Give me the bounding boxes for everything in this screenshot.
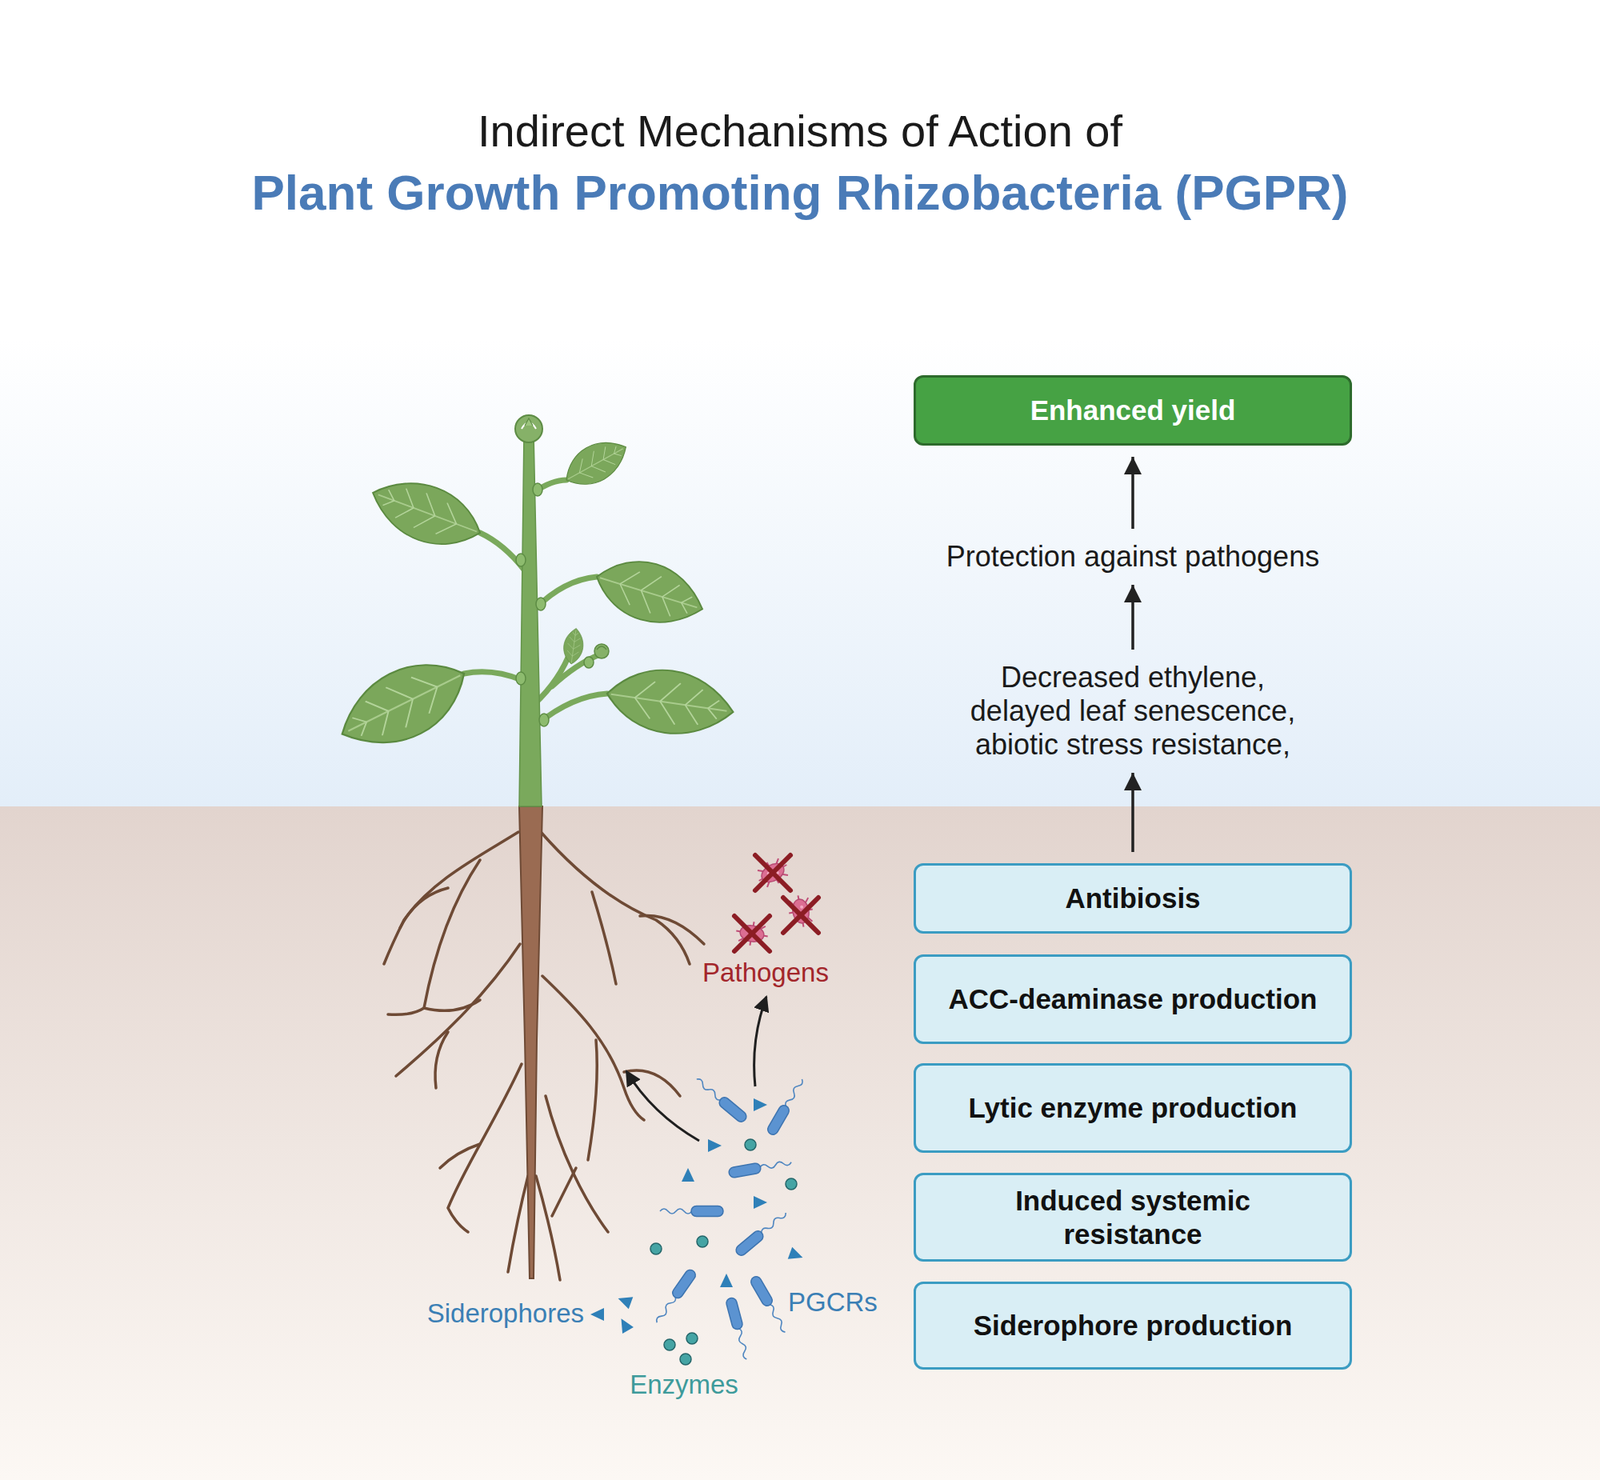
sky-background <box>0 0 1600 807</box>
lateral-roots <box>384 832 704 1280</box>
outcome-box: Enhanced yield <box>913 375 1352 446</box>
enzyme-label: Enzymes <box>629 1369 739 1400</box>
node-text: Protection against pathogens <box>946 540 1320 574</box>
bud <box>594 644 609 659</box>
enzyme-symbols <box>650 1139 797 1365</box>
pathogen-symbols <box>734 854 819 952</box>
effect-text: Decreased ethylene, delayed leaf senesce… <box>958 660 1308 762</box>
mechanism-box: Induced systemic resistance <box>913 1172 1352 1262</box>
flow-arrow <box>1131 772 1135 852</box>
siderophore-label: Siderophores <box>427 1298 584 1329</box>
action-arrow <box>754 996 767 1087</box>
leaf <box>557 431 635 496</box>
taproot <box>519 806 543 1279</box>
mechanism-box: Lytic enzyme production <box>913 1063 1352 1153</box>
stem <box>519 432 542 807</box>
node-text: Lytic enzyme production <box>968 1091 1298 1125</box>
mechanism-box: Antibiosis <box>913 863 1352 934</box>
action-arrow <box>626 1071 700 1141</box>
rhizobacteria <box>652 1075 807 1361</box>
siderophore-symbols <box>590 1098 805 1334</box>
pathogen-label: Pathogens <box>702 957 829 988</box>
leaf <box>363 467 490 560</box>
subtitle-text: Plant Growth Promoting Rhizobacteria (PG… <box>252 164 1349 221</box>
stem-nodes <box>516 483 594 727</box>
mechanism-box: Siderophore production <box>913 1281 1352 1370</box>
node-text: Enhanced yield <box>1030 393 1236 428</box>
soil-background <box>0 806 1600 1480</box>
leaf <box>328 644 480 765</box>
bacteria-label: PGCRs <box>788 1287 878 1318</box>
node-text: ACC-deaminase production <box>948 982 1318 1016</box>
leaf-bud <box>561 627 586 666</box>
node-text: Antibiosis <box>1064 881 1200 916</box>
title-text: Indirect Mechanisms of Action of <box>477 104 1123 157</box>
node-text: Induced systemic resistance <box>992 1184 1273 1252</box>
leaf <box>588 548 712 636</box>
top-bud <box>515 415 543 443</box>
mechanism-box: ACC-deaminase production <box>913 954 1352 1044</box>
leaf <box>603 661 739 742</box>
node-text: Decreased ethylene, delayed leaf senesce… <box>958 660 1308 762</box>
node-text: Siderophore production <box>973 1308 1293 1343</box>
effect-text: Protection against pathogens <box>812 540 1453 574</box>
flow-arrow <box>1131 456 1135 529</box>
flow-arrow <box>1131 584 1135 650</box>
